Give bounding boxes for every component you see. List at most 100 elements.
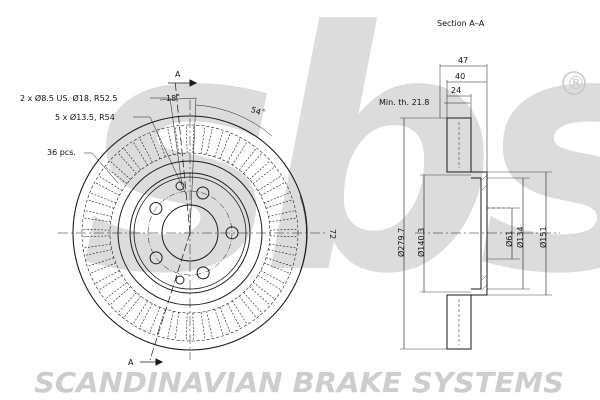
dim-hat: Ø140.3 xyxy=(416,228,426,257)
dim-od: Ø279.7 xyxy=(396,228,406,257)
cooling-vane-edge xyxy=(174,312,180,340)
dim-151: Ø151 xyxy=(538,226,548,248)
cooling-vane-edge xyxy=(117,152,137,174)
bolt-holes xyxy=(149,186,239,280)
leader-holes-small xyxy=(150,97,183,186)
cooling-vane-edge xyxy=(174,126,180,154)
angle-18-line xyxy=(189,97,197,234)
bolt-hole xyxy=(149,251,163,265)
section-marker-top: A xyxy=(175,70,181,79)
cooling-vane-edge xyxy=(156,308,166,336)
cooling-vane-edge xyxy=(84,210,112,217)
cooling-vane-edge xyxy=(123,147,141,171)
watermark-company-name: SCANDINAVIAN BRAKE SYSTEMS xyxy=(34,367,564,399)
cooling-vane-edge xyxy=(268,210,296,217)
cooling-vane-edge xyxy=(265,199,293,209)
cooling-vane-edge xyxy=(82,235,111,238)
hat-hatching xyxy=(481,174,488,291)
small-hole xyxy=(175,275,185,285)
friction-ring-bottom xyxy=(446,294,472,350)
cooling-vane-edge xyxy=(84,249,112,256)
section-marker-bottom: A xyxy=(128,358,134,367)
cooling-vane-edge xyxy=(98,175,123,191)
cooling-vane-edge xyxy=(249,286,271,306)
cooling-vane-edge xyxy=(232,300,248,325)
cooling-vane-edge xyxy=(214,308,224,336)
cooling-vane-edge xyxy=(94,182,120,196)
cooling-vane-edge xyxy=(104,166,128,184)
cooling-vane-edge xyxy=(232,141,248,166)
section-arrowhead-top xyxy=(189,79,198,87)
front-view xyxy=(58,79,328,366)
cooling-vane-edge xyxy=(269,217,297,223)
cooling-vane-edge xyxy=(239,295,257,319)
label-holes-bolt: 5 x Ø13.5, R54 xyxy=(55,112,115,122)
cooling-vane-edge xyxy=(109,160,131,180)
cooling-vane-edge xyxy=(269,235,298,238)
cooling-vane-edge xyxy=(185,125,188,154)
cooling-vane-edge xyxy=(82,228,111,231)
cooling-vane-edge xyxy=(239,147,257,171)
cooling-vane-edge xyxy=(200,126,206,154)
cooling-vane-edge xyxy=(192,125,195,154)
dim-134: Ø134 xyxy=(515,226,525,248)
leader-vanes xyxy=(84,152,119,184)
cooling-vane-edge xyxy=(269,243,297,249)
leader-holes-bolt xyxy=(133,116,187,195)
cooling-vane-edge xyxy=(94,270,120,284)
pcd-circle xyxy=(147,190,233,276)
registered-mark: ® xyxy=(567,73,585,94)
cooling-vane-edge xyxy=(139,137,153,163)
cooling-vane-edge xyxy=(149,132,161,159)
hat-profile xyxy=(471,171,488,296)
cooling-vane-edge xyxy=(89,262,116,274)
registered-mark-circle xyxy=(562,71,586,95)
dim-min-thickness: Min. th. 21.8 xyxy=(379,98,429,107)
label-vanes: 36 pcs. xyxy=(47,148,76,157)
label-dim-72: 72 xyxy=(328,229,337,239)
cooling-vane-edge xyxy=(227,303,241,329)
cooling-vane-edge xyxy=(139,303,153,329)
cooling-vane-edge xyxy=(252,166,276,184)
cooling-vane-edge xyxy=(83,243,111,249)
cooling-vane-edge xyxy=(260,270,286,284)
cooling-vane-edge xyxy=(192,312,195,341)
friction-ring-top xyxy=(446,117,472,173)
label-angle-18: 18˚ xyxy=(166,93,180,103)
cooling-vane-edge xyxy=(185,312,188,341)
cooling-vane-edge xyxy=(219,132,231,159)
cooling-vane-edge xyxy=(243,152,263,174)
cooling-vane-edge xyxy=(265,257,293,267)
angle-18-leader xyxy=(159,97,197,101)
cooling-vane-edge xyxy=(98,275,123,291)
cooling-vane-edge xyxy=(156,130,166,158)
bolt-hole xyxy=(196,266,210,280)
cooling-vane-edge xyxy=(260,182,286,196)
cooling-vane-edge xyxy=(219,307,231,334)
cooling-vane-edge xyxy=(109,286,131,306)
cooling-vane-edge xyxy=(243,292,263,314)
cooling-vane-edge xyxy=(206,127,213,155)
label-angle-54: 54˚ xyxy=(250,104,267,118)
dim-bore: Ø61 xyxy=(504,231,514,247)
section-view xyxy=(400,64,560,350)
cooling-vane-edge xyxy=(132,300,148,325)
cooling-vane-edge xyxy=(206,311,213,339)
cooling-vane-edge xyxy=(249,160,271,180)
cooling-vane-edge xyxy=(104,282,128,300)
cooling-vane-edge xyxy=(264,192,291,204)
cooling-vane-edge xyxy=(123,295,141,319)
sbs-watermark-logo: sbs ® xyxy=(82,0,600,346)
section-arrowhead-bottom xyxy=(155,358,164,366)
section-cut-line xyxy=(149,232,191,361)
cooling-vane-edge xyxy=(214,130,224,158)
cooling-vane-edge xyxy=(268,249,296,256)
cooling-vane-edge xyxy=(87,257,115,267)
dim-40: 40 xyxy=(455,72,465,81)
cooling-vane-edge xyxy=(117,292,137,314)
cooling-vanes xyxy=(82,125,298,341)
bolt-hole xyxy=(149,201,163,215)
label-holes-small: 2 x Ø8.5 US. Ø18, R52.5 xyxy=(20,93,117,103)
section-cut-line xyxy=(174,79,191,234)
